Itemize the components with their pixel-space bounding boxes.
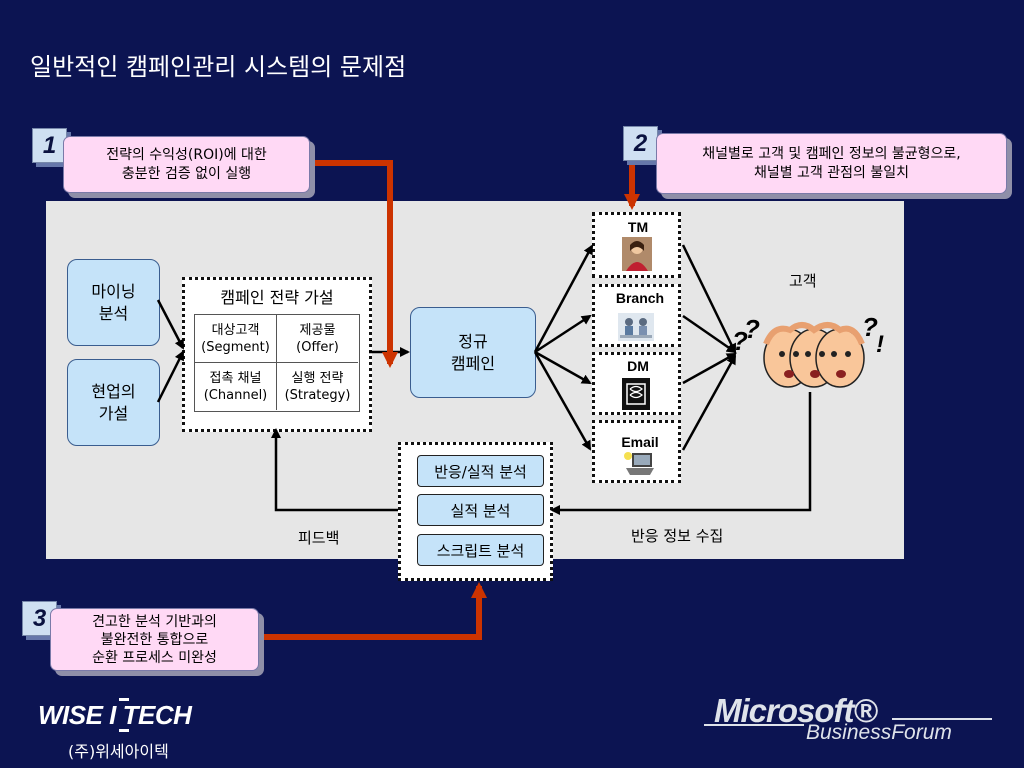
response-collection-label: 반응 정보 수집	[631, 527, 724, 545]
telemarketer-icon	[622, 237, 652, 271]
performance-analysis: 실적 분석	[417, 494, 544, 526]
svg-text:!: !	[876, 331, 884, 358]
wise-itech-logo: WISE I TECH	[38, 700, 192, 730]
callout-3: 견고한 분석 기반과의 불완전한 통합으로 순환 프로세스 미완성	[50, 608, 259, 671]
tm-label: TM	[627, 219, 649, 235]
feedback-label: 피드백	[298, 529, 340, 547]
customer-label: 고객	[789, 272, 817, 290]
mining-analysis-box: 마이닝 분석	[67, 259, 160, 346]
customer-faces-icon: ? ? ? !	[732, 312, 884, 388]
email-label: Email	[621, 434, 659, 450]
logo-underline	[119, 729, 129, 732]
response-performance-analysis: 반응/실적 분석	[417, 455, 544, 487]
strategy-title: 캠페인 전략 가설	[220, 288, 334, 307]
dm-label: DM	[627, 358, 649, 374]
strategy-cell: 실행 전략 (Strategy)	[284, 370, 351, 403]
company-korean-name: (주)위세아이텍	[68, 742, 169, 761]
business-forum-logo: BusinessForum	[806, 721, 952, 744]
callout-2-number: 2	[623, 126, 658, 161]
channel-dm	[592, 352, 681, 415]
slide-title: 일반적인 캠페인관리 시스템의 문제점	[30, 53, 407, 81]
branch-office-icon	[618, 313, 654, 341]
svg-text:?: ?	[744, 314, 760, 344]
callout-3-number: 3	[22, 601, 57, 636]
logo-line-right	[892, 718, 992, 720]
script-analysis: 스크립트 분석	[417, 534, 544, 566]
segment-cell: 대상고객 (Segment)	[195, 315, 277, 363]
microsoft-logo: Microsoft®	[714, 692, 878, 729]
logo-overline	[119, 698, 129, 701]
branch-label: Branch	[615, 290, 665, 306]
callout-1: 전략의 수익성(ROI)에 대한 충분한 검증 없이 실행	[63, 136, 310, 193]
offer-cell: 제공물 (Offer)	[277, 315, 358, 363]
direct-mail-icon	[622, 378, 650, 410]
strategy-grid: 대상고객 (Segment) 제공물 (Offer) 접촉 채널 (Channe…	[194, 314, 360, 412]
svg-text:?: ?	[862, 312, 878, 342]
channel-cell: 접촉 채널 (Channel)	[195, 363, 277, 410]
callout-1-number: 1	[32, 128, 67, 163]
email-computer-icon	[624, 452, 654, 475]
logo-line-left	[704, 724, 804, 726]
field-hypothesis-box: 현업의 가설	[67, 359, 160, 446]
callout-2: 채널별로 고객 및 캠페인 정보의 불균형으로, 채널별 고객 관점의 불일치	[656, 133, 1007, 194]
regular-campaign-box: 정규 캠페인	[410, 307, 536, 398]
